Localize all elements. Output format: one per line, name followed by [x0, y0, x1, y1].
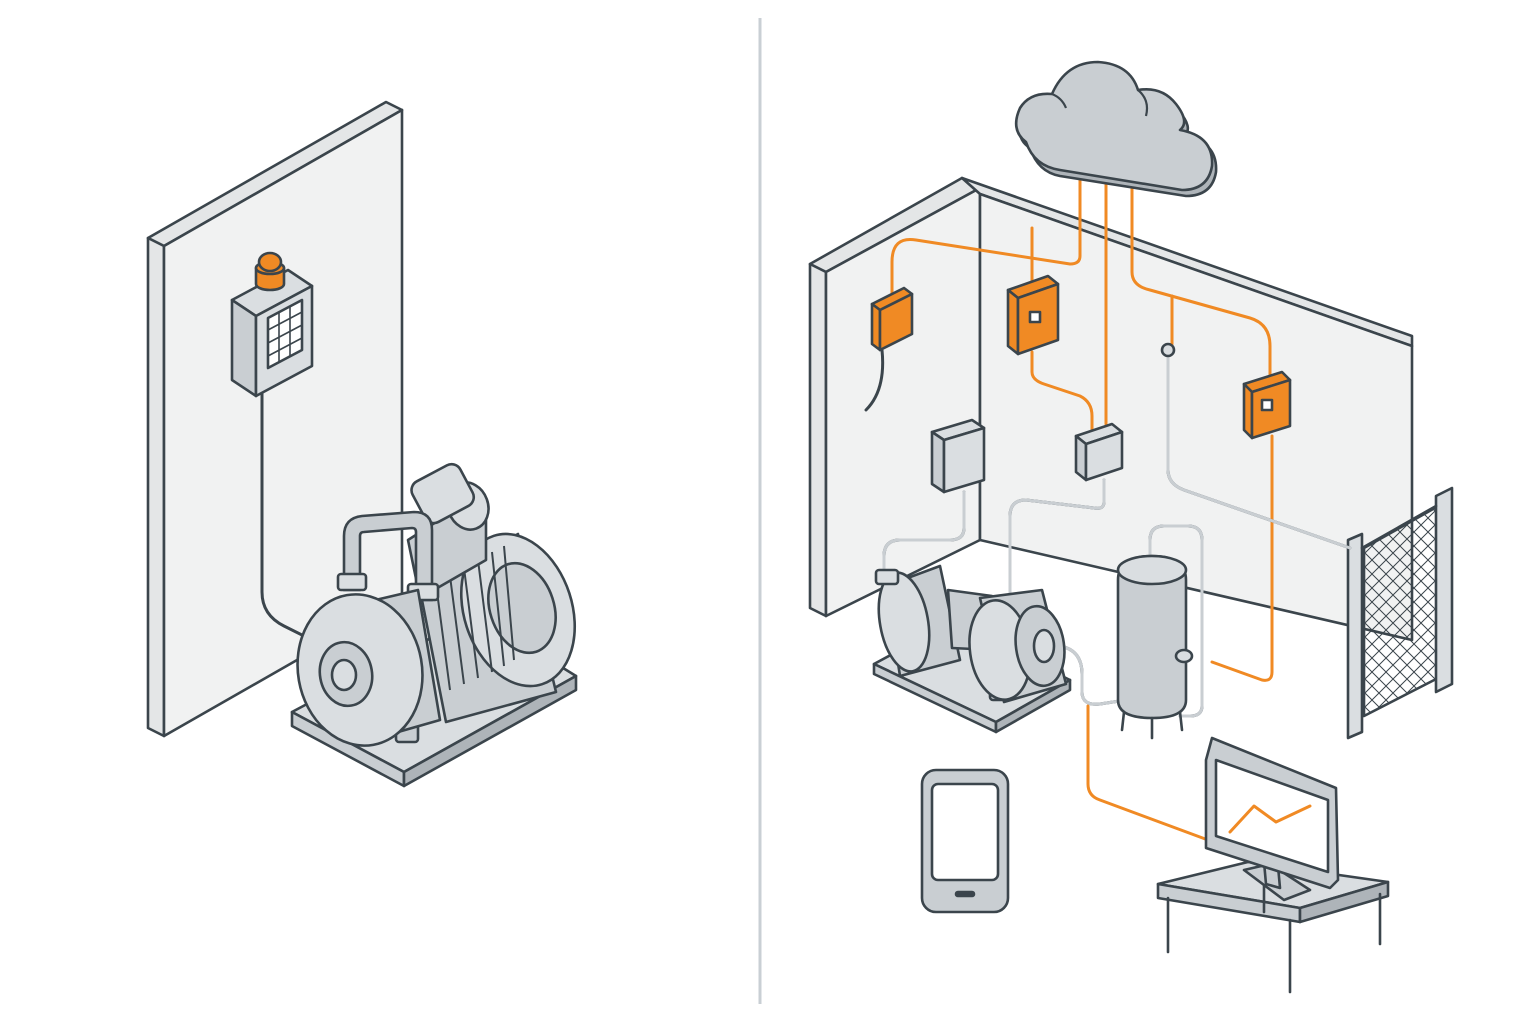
- centrifugal-pump-head: [296, 588, 442, 747]
- sensor-box-2: [1074, 422, 1124, 482]
- right-pump-assembly: [872, 564, 1072, 734]
- right-pump-head: [968, 588, 1068, 704]
- controller-unit-2: [1006, 274, 1060, 356]
- controller-unit-3: [1242, 370, 1292, 440]
- sensor-box-1: [930, 418, 986, 494]
- home-button: [954, 890, 976, 898]
- cloud-icon: [1014, 60, 1218, 198]
- status-led: [1028, 310, 1042, 324]
- pipe-flange: [336, 572, 368, 592]
- monitor-icon: [1204, 736, 1340, 902]
- trend-line-icon: [1228, 804, 1312, 834]
- left-pipe-loop: [336, 510, 440, 602]
- left-control-box: [230, 251, 314, 398]
- warning-light-icon: [254, 251, 286, 292]
- tank-icon: [1116, 554, 1194, 740]
- fence: [1346, 486, 1454, 740]
- smartphone-icon: [920, 768, 1010, 914]
- monitor-screen: [1214, 758, 1330, 874]
- status-led: [1260, 398, 1274, 412]
- left-panel-conventional: [146, 100, 578, 788]
- controller-unit-1: [864, 286, 914, 412]
- smartphone-screen: [930, 782, 1000, 882]
- right-walls: [808, 176, 1414, 642]
- pipe-network: [882, 342, 1352, 718]
- electric-motor: [406, 462, 577, 724]
- network-wiring: [890, 166, 1274, 842]
- left-pump-assembly: [290, 462, 578, 788]
- right-panel-connected: [808, 60, 1454, 994]
- right-motor: [874, 564, 962, 678]
- keypad-grid-icon: [266, 298, 304, 370]
- left-control-cable: [260, 390, 314, 642]
